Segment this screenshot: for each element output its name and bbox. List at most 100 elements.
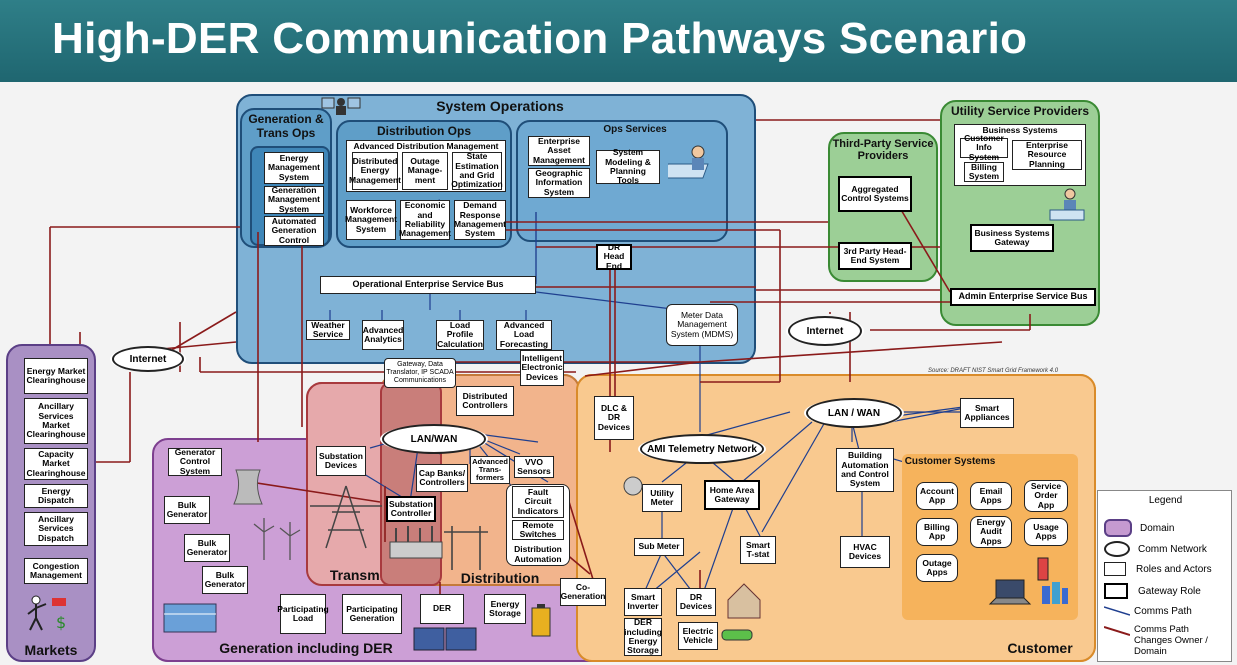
legend-domain-label: Domain — [1140, 522, 1175, 534]
state-estimation: State Estimation and Grid Optimization — [451, 151, 503, 190]
automated-generation-control: Automated Generation Control — [264, 216, 324, 246]
substation-devices: Substation Devices — [316, 446, 366, 476]
enterprise-resource-planning: Enterprise Resource Planning — [1012, 140, 1082, 170]
meter-data-management-system: Meter Data Management System (MDMS) — [666, 304, 738, 346]
transmission-tower-icon — [306, 482, 386, 552]
cap-banks-controllers: Cap Banks/ Controllers — [416, 464, 468, 492]
energy-storage: Energy Storage — [484, 594, 526, 624]
label-generation-der: Generation including DER — [219, 640, 393, 656]
house-icon — [724, 580, 764, 620]
customer-info-system: Customer Info System — [960, 133, 1008, 161]
wind-turbines-icon — [250, 512, 310, 562]
generator-control-system: Generator Control System — [168, 447, 222, 476]
legend-comms-path-label: Comms Path — [1134, 605, 1192, 617]
capacity-market-clearinghouse: Capacity Market Clearinghouse — [24, 448, 88, 480]
diagram-canvas: System Operations Utility Service Provid… — [0, 82, 1237, 665]
demand-response-management: Demand Response Management System — [454, 200, 506, 240]
bulk-generator-3: Bulk Generator — [202, 566, 248, 594]
legend-comms-path-change-label: Comms Path Changes Owner / Domain — [1134, 624, 1208, 657]
service-order-app: Service Order App — [1024, 480, 1068, 512]
load-profile-calculation: Load Profile Calculation — [436, 319, 484, 350]
smart-tstat: Smart T-stat — [740, 536, 776, 564]
business-systems-label: Business Systems — [982, 125, 1058, 135]
billing-app: Billing App — [916, 518, 958, 546]
congestion-management: Congestion Management — [24, 558, 88, 584]
energy-market-clearinghouse: Energy Market Clearinghouse — [24, 358, 88, 394]
bulk-generator-1: Bulk Generator — [164, 496, 210, 524]
ami-telemetry-network: AMI Telemetry Network — [640, 434, 764, 464]
energy-dispatch: Energy Dispatch — [24, 484, 88, 508]
billing-system: Billing System — [964, 162, 1004, 182]
geographic-information-system: Geographic Information System — [528, 168, 590, 198]
legend-cloud-swatch — [1104, 541, 1130, 557]
enterprise-asset-management: Enterprise Asset Management — [528, 136, 590, 166]
gateway-data-translator: Gateway, Data Translator, IP SCADA Commu… — [384, 358, 456, 388]
title-banner: High-DER Communication Pathways Scenario — [0, 0, 1237, 82]
admin-enterprise-service-bus: Admin Enterprise Service Bus — [950, 288, 1096, 306]
legend-domain-swatch — [1104, 519, 1132, 537]
label-gen-trans-ops: Generation & Trans Ops — [248, 112, 324, 140]
distribution-pole-icon — [440, 522, 500, 572]
lanwan-cloud-customer: LAN / WAN — [806, 398, 902, 428]
solar-panels-icon — [410, 624, 480, 654]
trader-icon: $ — [22, 592, 82, 636]
label-ops-services: Ops Services — [603, 124, 667, 135]
sub-meter: Sub Meter — [634, 538, 684, 556]
outage-management: Outage Manage-ment — [402, 152, 448, 190]
home-area-gateway: Home Area Gateway — [704, 480, 760, 510]
source-note: Source: DRAFT NIST Smart Grid Framework … — [928, 368, 1059, 374]
advanced-analytics: Advanced Analytics — [362, 320, 404, 350]
energy-management-system: Energy Management System — [264, 152, 324, 184]
dlc-dr-devices: DLC & DR Devices — [594, 396, 634, 440]
label-customer-front: Customer — [1007, 640, 1073, 656]
remote-switches: Remote Switches — [512, 520, 564, 540]
der-including-storage: DER including Energy Storage — [624, 617, 662, 656]
smart-inverter: Smart Inverter — [624, 588, 662, 616]
operational-enterprise-service-bus: Operational Enterprise Service Bus — [320, 276, 536, 294]
meter-icon — [622, 474, 644, 498]
legend-title: Legend — [1148, 495, 1183, 506]
ancillary-services-market: Ancillary Services Market Clearinghouse — [24, 398, 88, 444]
distribution-automation-label: Distribution Automation — [514, 544, 562, 564]
legend-roles: Roles and Actors — [1104, 562, 1212, 576]
label-distribution-front: Distribution — [460, 570, 540, 586]
distributed-energy-management: Distributed Energy Management — [349, 152, 401, 190]
electric-vehicle: Electric Vehicle — [678, 622, 718, 650]
dam-icon — [160, 592, 220, 636]
generation-management-system: Generation Management System — [264, 185, 324, 214]
legend-comm-network-label: Comm Network — [1138, 543, 1207, 555]
battery-icon — [526, 602, 556, 638]
dr-head-end: DR Head End — [596, 242, 632, 270]
dr-devices: DR Devices — [676, 588, 716, 616]
der: DER — [420, 594, 464, 624]
adm-label: Advanced Distribution Management — [353, 141, 499, 151]
car-icon — [720, 624, 754, 644]
legend-domain: Domain — [1104, 519, 1174, 537]
account-app: Account App — [916, 482, 958, 510]
legend-gateway-swatch — [1104, 583, 1128, 599]
legend-gateway: Gateway Role — [1104, 583, 1201, 599]
participating-generation: Participating Generation — [342, 594, 402, 634]
business-person-icon — [1044, 188, 1088, 224]
vvo-sensors: VVO Sensors — [514, 456, 554, 478]
usage-apps: Usage Apps — [1024, 518, 1068, 546]
distributed-controllers: Distributed Controllers — [456, 386, 514, 416]
building-automation-control: Building Automation and Control System — [836, 448, 894, 492]
outage-apps: Outage Apps — [916, 554, 958, 582]
intelligent-electronic-devices: Intelligent Electronic Devices — [520, 350, 564, 386]
ancillary-services-dispatch: Ancillary Services Dispatch — [24, 512, 88, 546]
hvac-devices: HVAC Devices — [840, 536, 890, 568]
internet-cloud-left: Internet — [112, 346, 184, 372]
business-systems-gateway: Business Systems Gateway — [970, 224, 1054, 252]
legend-comms-path: Comms Path — [1104, 605, 1192, 617]
aggregated-control-systems: Aggregated Control Systems — [838, 176, 912, 212]
label-third-party: Third-Party Service Providers — [832, 138, 934, 162]
third-party-head-end: 3rd Party Head-End System — [838, 242, 912, 270]
legend-comm-network: Comm Network — [1104, 541, 1207, 557]
substation-icon — [386, 522, 446, 562]
legend-roles-label: Roles and Actors — [1136, 563, 1212, 575]
participating-load: Participating Load — [277, 594, 329, 634]
legend-path-change-swatch — [1104, 626, 1130, 636]
legend-gateway-label: Gateway Role — [1138, 585, 1201, 597]
operators-icon — [320, 94, 364, 116]
